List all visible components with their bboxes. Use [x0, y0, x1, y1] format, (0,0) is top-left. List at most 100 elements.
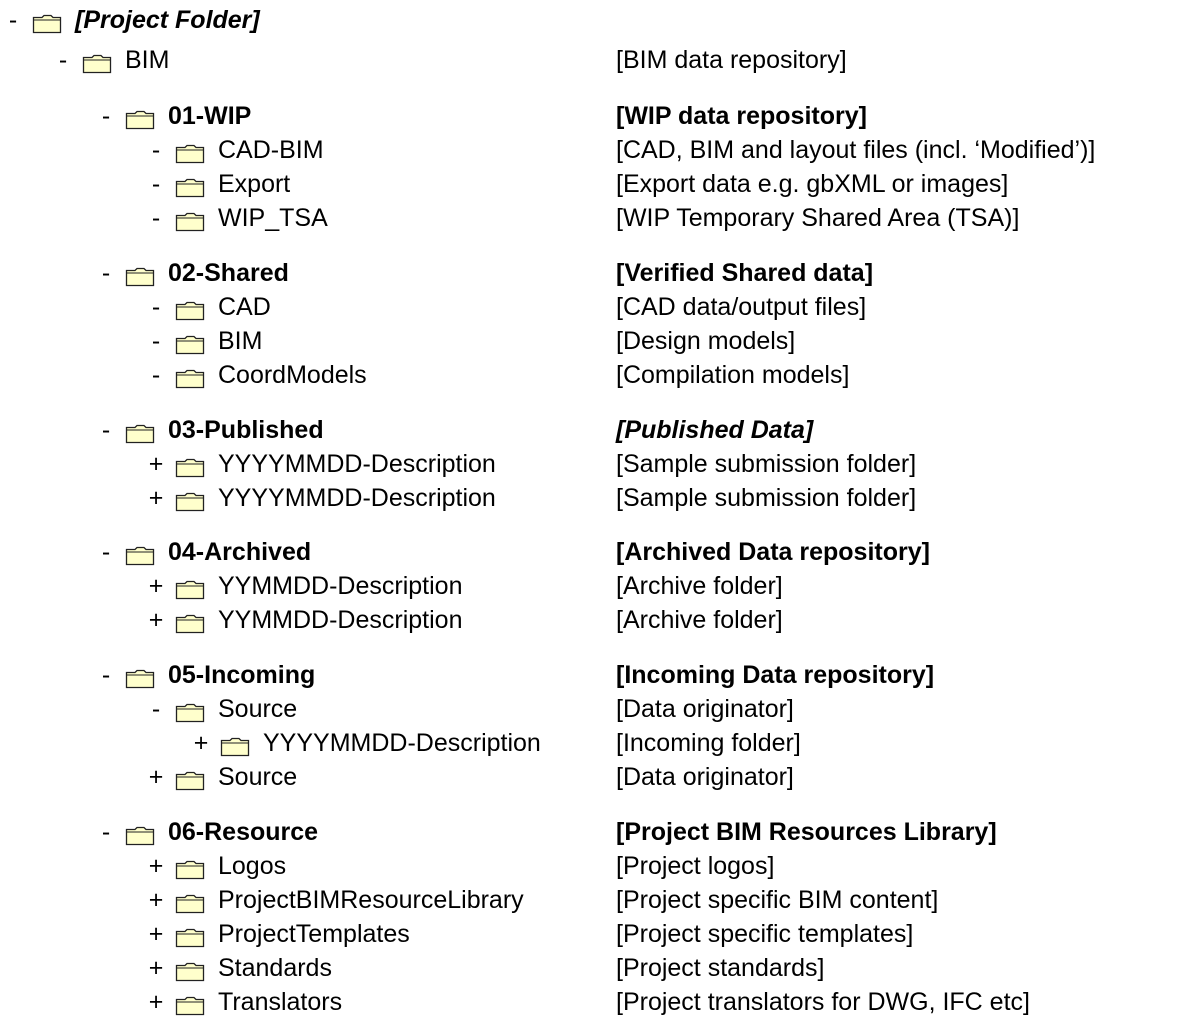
folder-name[interactable]: Standards [218, 954, 332, 982]
collapse-toggle[interactable]: - [58, 46, 68, 74]
folder-name[interactable]: CAD [218, 293, 271, 321]
folder-icon [175, 488, 205, 512]
tree-row[interactable]: -Export[Export data e.g. gbXML or images… [0, 168, 1181, 200]
collapse-toggle[interactable]: - [101, 818, 111, 846]
tree-row[interactable]: -03-Published[Published Data] [0, 414, 1181, 446]
folder-description: [WIP data repository] [616, 102, 867, 130]
folder-description: [Incoming Data repository] [616, 661, 935, 689]
tree-row[interactable]: +Source[Data originator] [0, 761, 1181, 793]
tree-row[interactable]: +YYMMDD-Description[Archive folder] [0, 570, 1181, 602]
folder-name[interactable]: WIP_TSA [218, 204, 328, 232]
folder-icon [175, 856, 205, 880]
folder-icon [125, 665, 155, 689]
folder-description: [Sample submission folder] [616, 484, 917, 512]
expand-toggle[interactable]: + [193, 729, 209, 757]
collapse-toggle[interactable]: - [151, 327, 161, 355]
folder-icon [125, 106, 155, 130]
folder-name[interactable]: 05-Incoming [168, 661, 316, 689]
collapse-toggle[interactable]: - [8, 6, 18, 34]
folder-description: [Project translators for DWG, IFC etc] [616, 988, 1030, 1016]
collapse-toggle[interactable]: - [151, 204, 161, 232]
tree-row[interactable]: - 02-Shared [Verified Shared data] [0, 257, 1181, 289]
collapse-toggle[interactable]: - [101, 538, 111, 566]
tree-row[interactable]: - WIP_TSA [WIP Temporary Shared Area (TSA)… [0, 202, 1181, 234]
folder-name[interactable]: Source [218, 763, 298, 791]
tree-row[interactable]: +YYYYMMDD-Description[Incoming folder] [0, 727, 1181, 759]
folder-icon [175, 140, 205, 164]
folder-name[interactable]: Source [218, 695, 298, 723]
tree-row[interactable]: + Translators [Project translators for DWG… [0, 986, 1181, 1018]
folder-name[interactable]: YYMMDD-Description [218, 606, 463, 634]
folder-name[interactable]: ProjectTemplates [218, 920, 410, 948]
tree-row[interactable]: +Logos[Project logos] [0, 850, 1181, 882]
tree-row[interactable]: +YYYYMMDD-Description[Sample submission … [0, 448, 1181, 480]
collapse-toggle[interactable]: - [151, 361, 161, 389]
folder-icon [175, 958, 205, 982]
tree-row[interactable]: -CoordModels[Compilation models] [0, 359, 1181, 391]
folder-name[interactable]: 06-Resource [168, 818, 319, 846]
folder-icon [175, 699, 205, 723]
tree-row[interactable]: +YYMMDD-Description[Archive folder] [0, 604, 1181, 636]
expand-toggle[interactable]: + [148, 988, 164, 1016]
collapse-toggle[interactable]: - [151, 695, 161, 723]
folder-description: [Verified Shared data] [616, 259, 874, 287]
folder-icon [125, 822, 155, 846]
folder-name[interactable]: YYYYMMDD-Description [218, 450, 496, 478]
expand-toggle[interactable]: + [148, 920, 164, 948]
collapse-toggle[interactable]: - [151, 136, 161, 164]
folder-name[interactable]: 04-Archived [168, 538, 312, 566]
folder-name[interactable]: YYMMDD-Description [218, 572, 463, 600]
tree-row[interactable]: +ProjectBIMResourceLibrary[Project speci… [0, 884, 1181, 916]
folder-name[interactable]: BIM [125, 46, 170, 74]
folder-description: [WIP Temporary Shared Area (TSA)] [616, 204, 1020, 232]
expand-toggle[interactable]: + [148, 763, 164, 791]
collapse-toggle[interactable]: - [151, 293, 161, 321]
expand-toggle[interactable]: + [148, 886, 164, 914]
expand-toggle[interactable]: + [148, 606, 164, 634]
tree-row[interactable]: - 01-WIP [WIP data repository] [0, 100, 1181, 132]
folder-name[interactable]: 03-Published [168, 416, 324, 444]
tree-row[interactable]: -CAD[CAD data/output files] [0, 291, 1181, 323]
folder-icon [175, 174, 205, 198]
folder-name[interactable]: BIM [218, 327, 263, 355]
folder-icon [175, 924, 205, 948]
folder-icon [175, 992, 205, 1016]
tree-row[interactable]: -06-Resource[Project BIM Resources Libra… [0, 816, 1181, 848]
collapse-toggle[interactable]: - [101, 416, 111, 444]
folder-icon [220, 733, 250, 757]
tree-row[interactable]: - 04-Archived [Archived Data repository] [0, 536, 1181, 568]
folder-name[interactable]: YYYYMMDD-Description [218, 484, 496, 512]
folder-description: [Archived Data repository] [616, 538, 930, 566]
expand-toggle[interactable]: + [148, 484, 164, 512]
folder-name[interactable]: CAD-BIM [218, 136, 324, 164]
tree-row[interactable]: - 05-Incoming [Incoming Data repository] [0, 659, 1181, 691]
collapse-toggle[interactable]: - [101, 102, 111, 130]
folder-name[interactable]: YYYYMMDD-Description [263, 729, 541, 757]
tree-row[interactable]: -Source[Data originator] [0, 693, 1181, 725]
tree-row[interactable]: -BIM[Design models] [0, 325, 1181, 357]
tree-row[interactable]: - [Project Folder] [0, 4, 1181, 36]
collapse-toggle[interactable]: - [101, 259, 111, 287]
folder-name[interactable]: Translators [218, 988, 343, 1016]
tree-row[interactable]: -CAD-BIM[CAD, BIM and layout files (incl… [0, 134, 1181, 166]
expand-toggle[interactable]: + [148, 450, 164, 478]
folder-name[interactable]: 02-Shared [168, 259, 289, 287]
folder-name[interactable]: Logos [218, 852, 287, 880]
folder-description: [BIM data repository] [616, 46, 847, 74]
expand-toggle[interactable]: + [148, 954, 164, 982]
folder-name[interactable]: Export [218, 170, 291, 198]
folder-name[interactable]: 01-WIP [168, 102, 252, 130]
tree-row[interactable]: - BIM [BIM data repository] [0, 44, 1181, 76]
collapse-toggle[interactable]: - [151, 170, 161, 198]
tree-row[interactable]: + YYYYMMDD-Description [Sample submission … [0, 482, 1181, 514]
tree-row[interactable]: + ProjectTemplates [Project specific templ… [0, 918, 1181, 950]
folder-name[interactable]: CoordModels [218, 361, 367, 389]
folder-icon [82, 50, 112, 74]
folder-name[interactable]: ProjectBIMResourceLibrary [218, 886, 524, 914]
expand-toggle[interactable]: + [148, 572, 164, 600]
collapse-toggle[interactable]: - [101, 661, 111, 689]
folder-name[interactable]: [Project Folder] [75, 6, 260, 34]
folder-description: [Project specific templates] [616, 920, 914, 948]
tree-row[interactable]: +Standards[Project standards] [0, 952, 1181, 984]
expand-toggle[interactable]: + [148, 852, 164, 880]
